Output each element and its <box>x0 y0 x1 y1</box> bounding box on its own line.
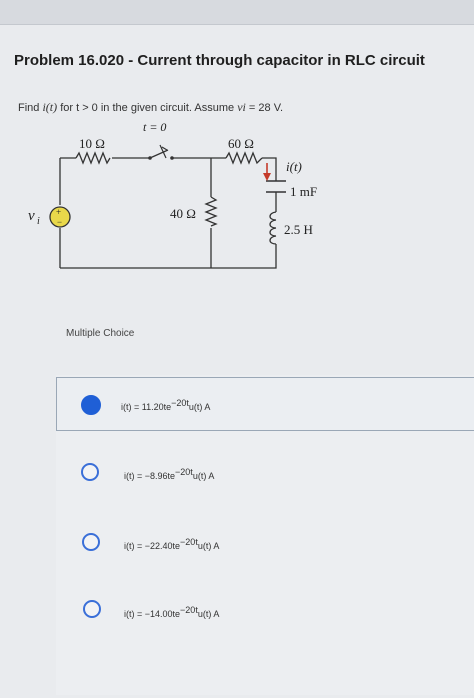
question-prompt: Find i(t) for t > 0 in the given circuit… <box>18 100 283 115</box>
source-minus-sign: − <box>57 217 62 227</box>
inductor <box>269 211 277 245</box>
radio-button[interactable] <box>83 600 101 618</box>
answer-option-4[interactable]: i(t) = −14.00te−20tu(t) A <box>56 583 474 637</box>
answer-option-1[interactable]: i(t) = 11.20te−20tu(t) A <box>56 377 474 431</box>
radio-button-selected[interactable] <box>81 395 101 415</box>
answer-4-suffix: u(t) A <box>197 609 220 619</box>
switch-contact-right <box>170 156 174 160</box>
switch-contact-left <box>148 156 152 160</box>
answer-2-prefix: i(t) = −8.96te <box>124 471 176 481</box>
capacitor <box>266 180 286 193</box>
answer-2-suffix: u(t) A <box>192 471 215 481</box>
answer-3-prefix: i(t) = −22.40te <box>124 541 181 551</box>
answer-4-prefix: i(t) = −14.00te <box>124 609 181 619</box>
r2-resistor <box>225 151 263 165</box>
source-label-sub: i <box>37 216 40 227</box>
answer-3-exponent: −20t <box>180 537 198 547</box>
source-label: v <box>28 208 35 224</box>
answer-text-3: i(t) = −22.40te−20tu(t) A <box>124 537 219 551</box>
answer-text-1: i(t) = 11.20te−20tu(t) A <box>121 398 210 412</box>
choices-panel: i(t) = 11.20te−20tu(t) A i(t) = −8.96te−… <box>56 375 474 695</box>
r1-label: 10 Ω <box>79 136 105 151</box>
radio-button[interactable] <box>81 463 99 481</box>
wire-bottom <box>60 244 277 269</box>
circuit-diagram: + − t = 0 10 Ω 60 Ω 40 Ω i(t) 1 mF 2.5 H… <box>28 120 317 269</box>
switch <box>149 149 169 159</box>
answer-2-exponent: −20t <box>175 467 193 477</box>
answer-option-2[interactable]: i(t) = −8.96te−20tu(t) A <box>56 447 474 501</box>
answer-4-exponent: −20t <box>180 605 198 615</box>
capacitor-label: 1 mF <box>290 184 317 199</box>
current-arrowhead <box>263 173 271 181</box>
inductor-label: 2.5 H <box>284 222 313 237</box>
answer-1-exponent: −20t <box>171 398 189 408</box>
answer-text-2: i(t) = −8.96te−20tu(t) A <box>124 467 214 481</box>
problem-title: Problem 16.020 - Current through capacit… <box>14 52 425 69</box>
answer-1-suffix: u(t) A <box>188 402 211 412</box>
question-suffix: = 28 V. <box>245 102 284 114</box>
question-var: vi <box>237 100 246 114</box>
voltage-source <box>49 206 71 228</box>
r2-label: 60 Ω <box>228 136 254 151</box>
answer-3-suffix: u(t) A <box>197 541 220 551</box>
switch-arrow <box>159 144 168 159</box>
question-func: i(t) <box>42 100 58 114</box>
question-mid: for t > 0 in the given circuit. Assume <box>57 102 238 114</box>
answer-option-3[interactable]: i(t) = −22.40te−20tu(t) A <box>56 517 474 571</box>
wire-top-right <box>262 157 277 212</box>
answer-text-4: i(t) = −14.00te−20tu(t) A <box>124 605 219 619</box>
radio-button[interactable] <box>82 533 100 551</box>
multiple-choice-label: Multiple Choice <box>66 328 135 339</box>
r1-resistor <box>75 151 111 165</box>
current-label: i(t) <box>286 159 302 174</box>
answer-1-prefix: i(t) = 11.20te <box>121 402 172 412</box>
question-prefix: Find <box>18 102 43 114</box>
r3-resistor <box>204 196 218 227</box>
r3-label: 40 Ω <box>170 206 196 221</box>
source-plus-sign: + <box>56 207 61 217</box>
switch-label: t = 0 <box>143 120 166 134</box>
top-band <box>0 0 474 25</box>
